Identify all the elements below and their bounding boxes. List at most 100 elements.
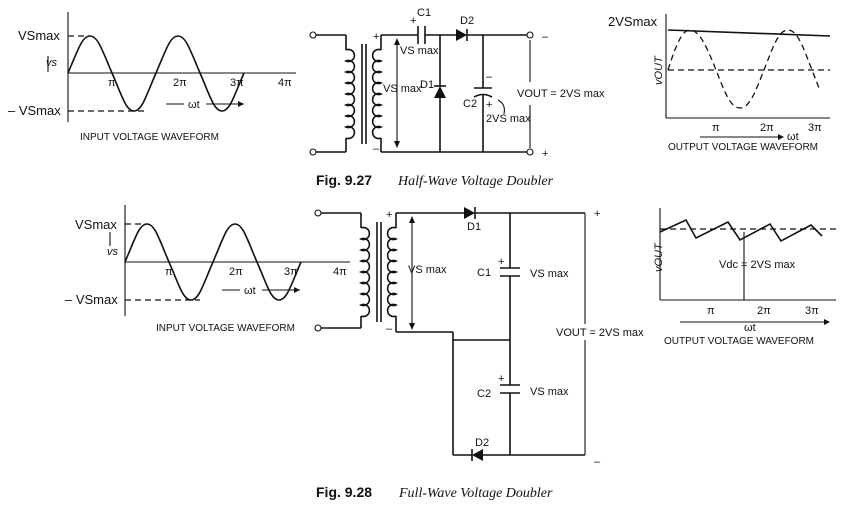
fig27-c2-minus: – [486,71,493,83]
fig28-d1-diode [464,207,475,219]
fig27-in-terminal-top [309,31,317,39]
fig27-c2-voltage-pointer [497,99,505,115]
fig28-d2-diode [472,449,483,461]
fig27-c1-voltage: VS max [400,45,439,57]
fig27-in-vmax: VSmax [18,28,60,43]
fig28-caption-number: Fig. 9.28 [316,484,372,500]
fig27-out-terminal-bottom [526,148,534,156]
fig28-input-waveform: VSmax – VSmax vs π 2π 3π 4π ωt INPUT VOL… [65,205,350,334]
fig28-caption-title: Full-Wave Voltage Doubler [398,486,553,501]
fig27-out-vmax: 2VSmax [608,14,658,29]
fig28-c2-label: C2 [477,388,491,400]
fig28-vs-arrowhead [409,323,415,330]
fig27-in-tick-2pi: 2π [173,77,187,89]
fig27-input-waveform: VSmax – VSmax vs π 2π 3π 4π ωt INPUT VOL… [8,12,296,143]
fig28-in-wt-arrowhead [294,287,300,293]
fig27-caption-title: Half-Wave Voltage Doubler [397,174,554,189]
fig28-out-minus: – [594,456,601,468]
fig27-vs-arrowhead [394,38,400,45]
fig28-in-tick-4pi: 4π [333,266,347,278]
fig27-out-wt: ωt [787,131,799,143]
fig28-in-wt: ωt [244,285,256,297]
fig28-sec-minus: – [386,323,393,335]
fig28-vs-arrowhead [409,216,415,223]
fig27-in-vs: vs [46,57,58,69]
fig27-d2-label: D2 [460,15,474,27]
fig28-in-vmax: VSmax [75,217,117,232]
fig28-in-sine [124,223,302,301]
fig28-out-label: OUTPUT VOLTAGE WAVEFORM [664,336,814,347]
fig27-c2-label: C2 [463,98,477,110]
fig27-c1-label: C1 [417,7,431,19]
fig27-out-tick-2pi: 2π [760,122,774,134]
fig27-caption-number: Fig. 9.27 [316,172,372,188]
fig28-in-tick-pi: π [165,266,173,278]
fig27-in-wt-arrowhead [238,101,244,107]
fig28-c1-plus: + [498,256,504,268]
fig28-c1-label: C1 [477,267,491,279]
fig28-out-plus: + [594,208,600,220]
fig27-out-label: OUTPUT VOLTAGE WAVEFORM [668,142,818,153]
fig28-c1-voltage: VS max [530,268,569,280]
fig27-c1-plus: + [410,15,416,27]
fig28-d1-label: D1 [467,221,481,233]
fig28-out-vdc: Vdc = 2VS max [719,259,796,271]
fig28-out-wt: ωt [744,322,756,334]
fig28-in-terminal-bottom [314,324,322,332]
fig27-out-minus: – [542,31,549,43]
fig27-sec-minus: – [373,143,380,155]
fig27-vs-max: VS max [383,83,422,95]
fig28-in-vs: vs [107,246,119,258]
fig27-primary-coil [343,48,356,140]
fig27-in-sine [67,35,245,112]
fig27-in-wt: ωt [188,99,200,111]
fig27-c2-plate-curved [473,93,493,98]
fig28-c2-voltage: VS max [530,386,569,398]
fig28-sec-plus: + [386,209,392,221]
fig27-d2-diode [456,29,467,41]
fig28-out-wt-arrowhead [824,319,830,325]
fig27-out-tick-pi: π [712,122,720,134]
fig27-in-label: INPUT VOLTAGE WAVEFORM [80,132,219,143]
fig28-vout-bg [553,324,619,340]
fig28-circuit: + – D1 + VS max + C1 VS max + C2 [314,207,644,468]
fig28-primary-coil [358,226,371,318]
fig27-sec-plus: + [373,31,379,43]
fig28-out-tick-2pi: 2π [757,305,771,317]
fig27-circuit: + – + C1 VS max D2 – D1 – + C2 2VS max [309,7,605,160]
fig27-out-wt-arrowhead [778,134,784,140]
fig28-in-label: INPUT VOLTAGE WAVEFORM [156,323,295,334]
fig27-c2-voltage: 2VS max [486,113,531,125]
fig28-out-ripple [659,218,823,243]
fig27-out-terminal-top [526,31,534,39]
fig28-in-terminal-top [314,209,322,217]
fig27-out-dc-line [667,29,831,37]
fig28-out-vout: vOUT [653,242,665,272]
fig27-d1-diode [434,86,446,98]
fig28-secondary-coil [386,226,399,318]
fig27-c2-plus: + [486,99,492,111]
fig28-d2-label: D2 [475,437,489,449]
fig28-in-vmin: – VSmax [65,292,118,307]
fig28-output-waveform: Vdc = 2VS max vOUT π 2π 3π ωt OUTPUT VOL… [653,208,836,347]
fig27-out-tick-3pi: 3π [808,122,822,134]
fig27-d1-label: D1 [420,79,434,91]
fig27-secondary-coil [371,48,384,140]
fig27-in-vmin: – VSmax [8,103,61,118]
fig27-output-waveform: 2VSmax vOUT π 2π 3π ωt OUTPUT VOLTAGE WA… [608,14,831,153]
fig27-in-terminal-bottom [309,148,317,156]
fig28-in-tick-2pi: 2π [229,266,243,278]
fig27-out-vout: vOUT [653,55,665,85]
fig27-in-tick-3pi: 3π [230,77,244,89]
fig28-vout: VOUT = 2VS max [556,327,644,339]
fig28-in-tick-3pi: 3π [284,266,298,278]
fig27-out-plus: + [542,148,548,160]
fig27-in-tick-4pi: 4π [278,77,292,89]
fig28-out-tick-3pi: 3π [805,305,819,317]
fig27-out-dashed-sine [667,29,821,109]
fig28-c2-plus: + [498,373,504,385]
fig27-vs-arrowhead [394,141,400,148]
fig27-in-tick-pi: π [108,77,116,89]
fig27-vout: VOUT = 2VS max [517,88,605,100]
